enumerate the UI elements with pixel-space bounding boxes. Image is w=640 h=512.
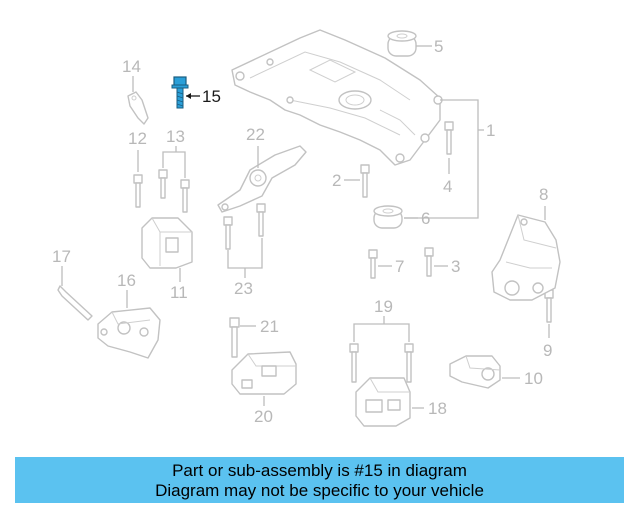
- bolt-part-12[interactable]: [133, 174, 143, 208]
- callout-14[interactable]: 14: [122, 57, 141, 76]
- callout-20[interactable]: 20: [254, 407, 273, 426]
- bracket-part-16[interactable]: [97, 307, 161, 359]
- callout-18[interactable]: 18: [428, 399, 447, 418]
- mount-part-18[interactable]: [355, 377, 411, 427]
- bolt-part-2[interactable]: [360, 164, 370, 198]
- bolt-part-21[interactable]: [229, 317, 240, 358]
- callout-19[interactable]: 19: [374, 297, 393, 316]
- banner-line-1: Part or sub-assembly is #15 in diagram: [172, 461, 467, 480]
- info-banner: Part or sub-assembly is #15 in diagram D…: [15, 457, 624, 503]
- torque-arm-part-22[interactable]: [217, 145, 307, 213]
- banner-line-2: Diagram may not be specific to your vehi…: [155, 481, 484, 500]
- subframe-part-1[interactable]: [231, 29, 443, 166]
- callout-8[interactable]: 8: [539, 185, 548, 204]
- mount-part-11[interactable]: [141, 217, 193, 269]
- callout-13[interactable]: 13: [166, 127, 185, 146]
- bolt-part-15-highlighted[interactable]: [171, 76, 189, 109]
- callout-2[interactable]: 2: [332, 171, 341, 190]
- callout-5[interactable]: 5: [434, 37, 443, 56]
- leader-lines: [61, 45, 550, 409]
- callout-1[interactable]: 1: [486, 121, 495, 140]
- callout-10[interactable]: 10: [524, 369, 543, 388]
- callout-9[interactable]: 9: [543, 341, 552, 360]
- mount-part-6[interactable]: [373, 205, 403, 229]
- callout-23[interactable]: 23: [234, 279, 253, 298]
- bolt-part-7[interactable]: [368, 249, 378, 279]
- bolt-part-4[interactable]: [444, 121, 454, 155]
- callout-16[interactable]: 16: [117, 271, 136, 290]
- callout-7[interactable]: 7: [395, 257, 404, 276]
- callout-3[interactable]: 3: [451, 257, 460, 276]
- parts-diagram: 1 2 3 4 5 6 7 8 9 10 11 12 13 14 15 16 1…: [52, 29, 561, 427]
- callout-6[interactable]: 6: [421, 209, 430, 228]
- bracket-part-8[interactable]: [491, 214, 561, 301]
- callout-11[interactable]: 11: [170, 283, 188, 302]
- callout-17[interactable]: 17: [52, 247, 71, 266]
- bolts-part-23[interactable]: [223, 203, 266, 250]
- callout-21[interactable]: 21: [260, 317, 279, 336]
- callout-15-highlighted[interactable]: 15: [202, 87, 221, 106]
- bracket-part-14[interactable]: [127, 91, 149, 125]
- mount-part-10[interactable]: [449, 355, 501, 389]
- callout-12[interactable]: 12: [128, 129, 147, 148]
- bolts-part-13[interactable]: [158, 169, 190, 213]
- callout-4[interactable]: 4: [443, 177, 452, 196]
- callout-22[interactable]: 22: [246, 125, 265, 144]
- bolt-part-17[interactable]: [57, 285, 93, 321]
- mount-part-20[interactable]: [231, 351, 297, 395]
- mount-part-5[interactable]: [387, 30, 417, 57]
- bolt-part-3[interactable]: [424, 247, 434, 277]
- callout-numbers: 1 2 3 4 5 6 7 8 9 10 11 12 13 14 15 16 1…: [52, 37, 552, 426]
- bolt-part-9[interactable]: [544, 289, 554, 323]
- bolts-part-19[interactable]: [349, 343, 414, 383]
